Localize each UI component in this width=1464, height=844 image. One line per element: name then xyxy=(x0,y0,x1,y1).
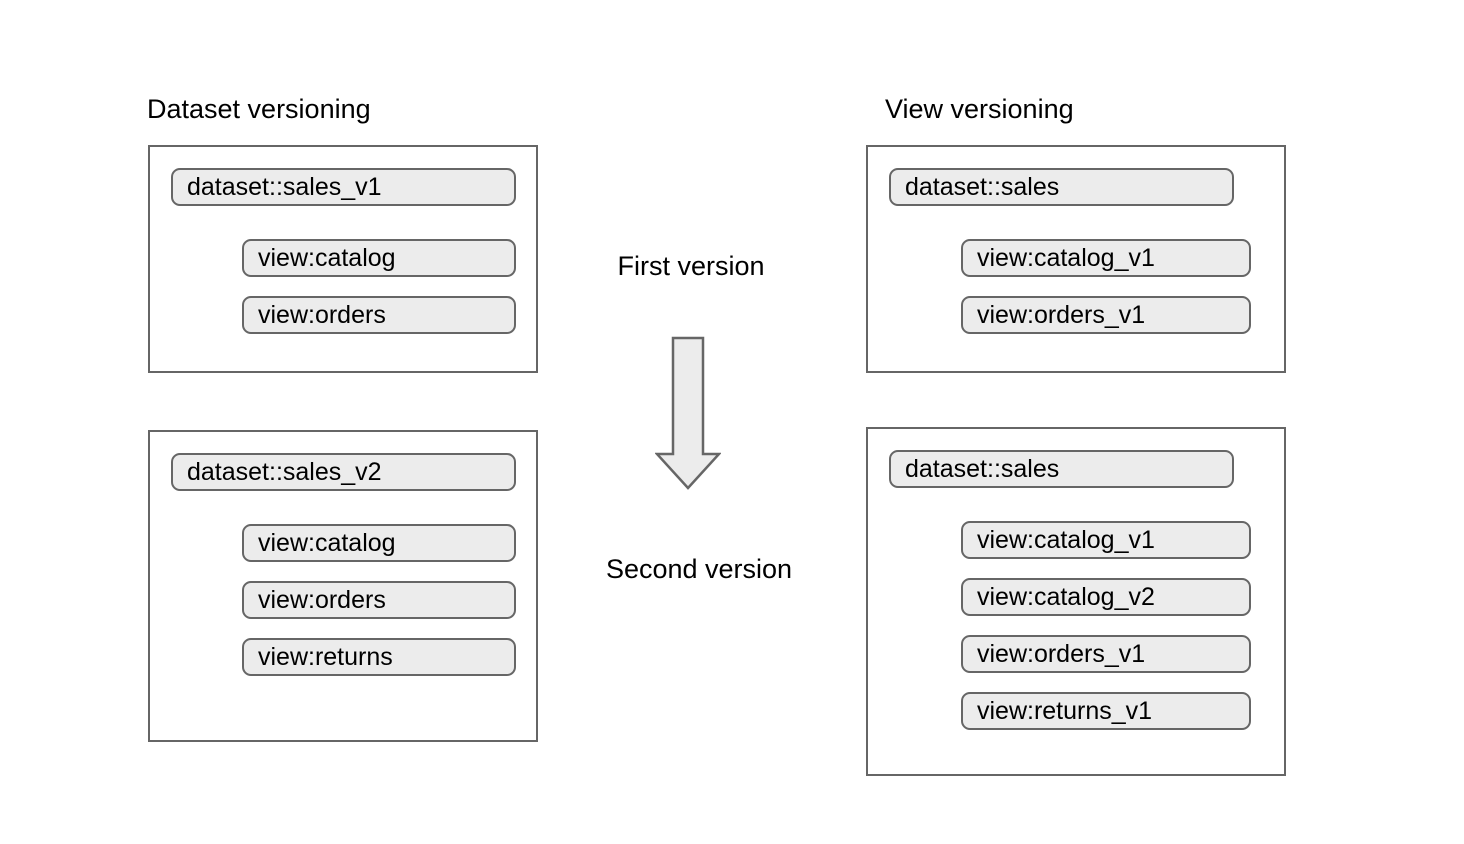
transition-label-first-version: First version xyxy=(617,251,765,281)
view-node-catalog-v2[interactable]: view:catalog_v2 xyxy=(961,578,1251,616)
dataset-node-sales-v1[interactable]: dataset::sales_v1 xyxy=(171,168,516,206)
view-version-group-2: dataset::sales view:catalog_v1 view:cata… xyxy=(866,427,1286,776)
dataset-node-sales[interactable]: dataset::sales xyxy=(889,168,1234,206)
down-arrow-icon xyxy=(655,336,721,490)
view-node-catalog[interactable]: view:catalog xyxy=(242,239,516,277)
dataset-version-group-1: dataset::sales_v1 view:catalog view:orde… xyxy=(148,145,538,373)
dataset-version-group-2: dataset::sales_v2 view:catalog view:orde… xyxy=(148,430,538,742)
view-node-orders[interactable]: view:orders xyxy=(242,581,516,619)
view-node-catalog-v1[interactable]: view:catalog_v1 xyxy=(961,521,1251,559)
view-version-group-1: dataset::sales view:catalog_v1 view:orde… xyxy=(866,145,1286,373)
view-node-orders-v1[interactable]: view:orders_v1 xyxy=(961,296,1251,334)
view-node-returns[interactable]: view:returns xyxy=(242,638,516,676)
transition-label-second-version: Second version xyxy=(605,554,793,584)
view-node-returns-v1[interactable]: view:returns_v1 xyxy=(961,692,1251,730)
view-node-orders[interactable]: view:orders xyxy=(242,296,516,334)
column-heading-dataset-versioning: Dataset versioning xyxy=(147,94,371,124)
view-node-orders-v1[interactable]: view:orders_v1 xyxy=(961,635,1251,673)
view-node-catalog[interactable]: view:catalog xyxy=(242,524,516,562)
dataset-node-sales[interactable]: dataset::sales xyxy=(889,450,1234,488)
dataset-node-sales-v2[interactable]: dataset::sales_v2 xyxy=(171,453,516,491)
view-node-catalog-v1[interactable]: view:catalog_v1 xyxy=(961,239,1251,277)
column-heading-view-versioning: View versioning xyxy=(885,94,1074,124)
